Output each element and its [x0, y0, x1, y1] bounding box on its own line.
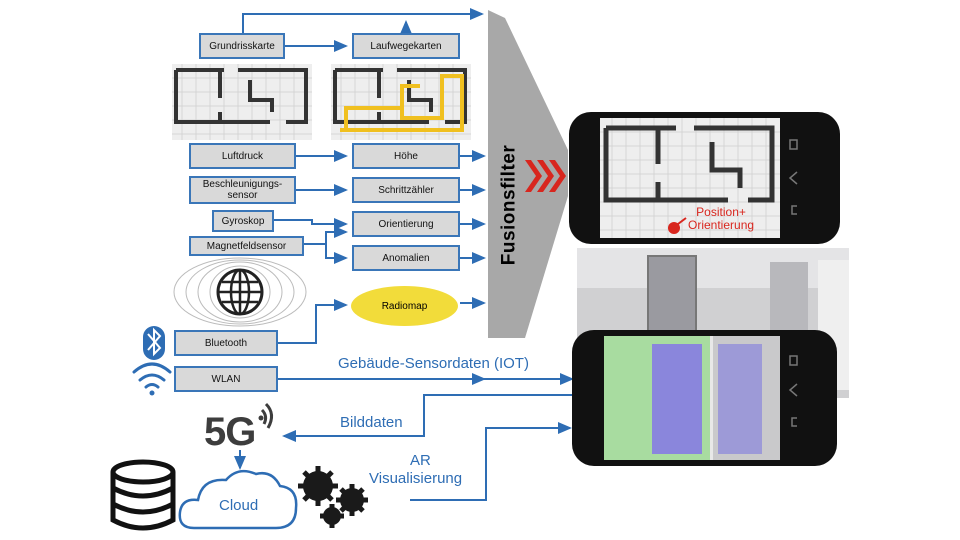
- radiomap-ellipse: Radiomap: [351, 286, 458, 326]
- globe-icon: [173, 257, 307, 327]
- fusion-filter-text: Fusionsfilter: [498, 144, 520, 266]
- box-anomalien: Anomalien: [352, 245, 460, 271]
- gebaeude-sensordaten-label: Gebäude-Sensordaten (IOT): [338, 355, 529, 372]
- wifi-icon: [132, 362, 172, 396]
- box-magnetfeldsensor: Magnetfeldsensor: [189, 236, 304, 256]
- box-wlan: WLAN: [174, 366, 278, 392]
- ar-visualisierung-label: Visualisierung: [369, 470, 463, 487]
- cloud-icon: [178, 469, 298, 530]
- fusion-filter-shape: [488, 10, 568, 338]
- signal-arcs-icon: [258, 402, 273, 429]
- bluetooth-icon: [143, 326, 165, 360]
- bilddaten-label: Bilddaten: [340, 414, 403, 431]
- box-orientierung: Orientierung: [352, 211, 460, 237]
- ar-label: AR: [410, 452, 431, 469]
- gears-icon: [298, 466, 368, 528]
- position-orientierung-label: Position+ Orientierung: [688, 206, 754, 232]
- box-hoehe: Höhe: [352, 143, 460, 169]
- box-luftdruck: Luftdruck: [189, 143, 296, 169]
- beschleunigung-line2: sensor: [227, 190, 258, 201]
- cloud-label: Cloud: [219, 497, 259, 514]
- box-schrittzaehler: Schrittzähler: [352, 177, 460, 203]
- position-line1: Position+: [696, 205, 746, 219]
- database-icon: [110, 459, 176, 531]
- phone-bottom: [572, 330, 837, 466]
- floorplan-thumbnail-right: [331, 64, 471, 140]
- box-grundrisskarte: Grundrisskarte: [199, 33, 285, 59]
- beschleunigung-line1: Beschleunigungs-: [202, 179, 283, 190]
- box-bluetooth: Bluetooth: [174, 330, 278, 356]
- phone-top: [569, 112, 840, 244]
- 5g-label: 5G: [204, 410, 256, 454]
- box-beschleunigungssensor: Beschleunigungs- sensor: [189, 176, 296, 204]
- box-gyroskop: Gyroskop: [212, 210, 274, 232]
- connection-arrows: [234, 8, 574, 501]
- fusion-chevrons: [525, 160, 566, 192]
- fusion-filter-label: Fusionsfilter: [489, 145, 529, 266]
- position-line2: Orientierung: [688, 218, 755, 232]
- box-laufwegekarten: Laufwegekarten: [352, 33, 460, 59]
- floorplan-thumbnail-left: [172, 64, 312, 140]
